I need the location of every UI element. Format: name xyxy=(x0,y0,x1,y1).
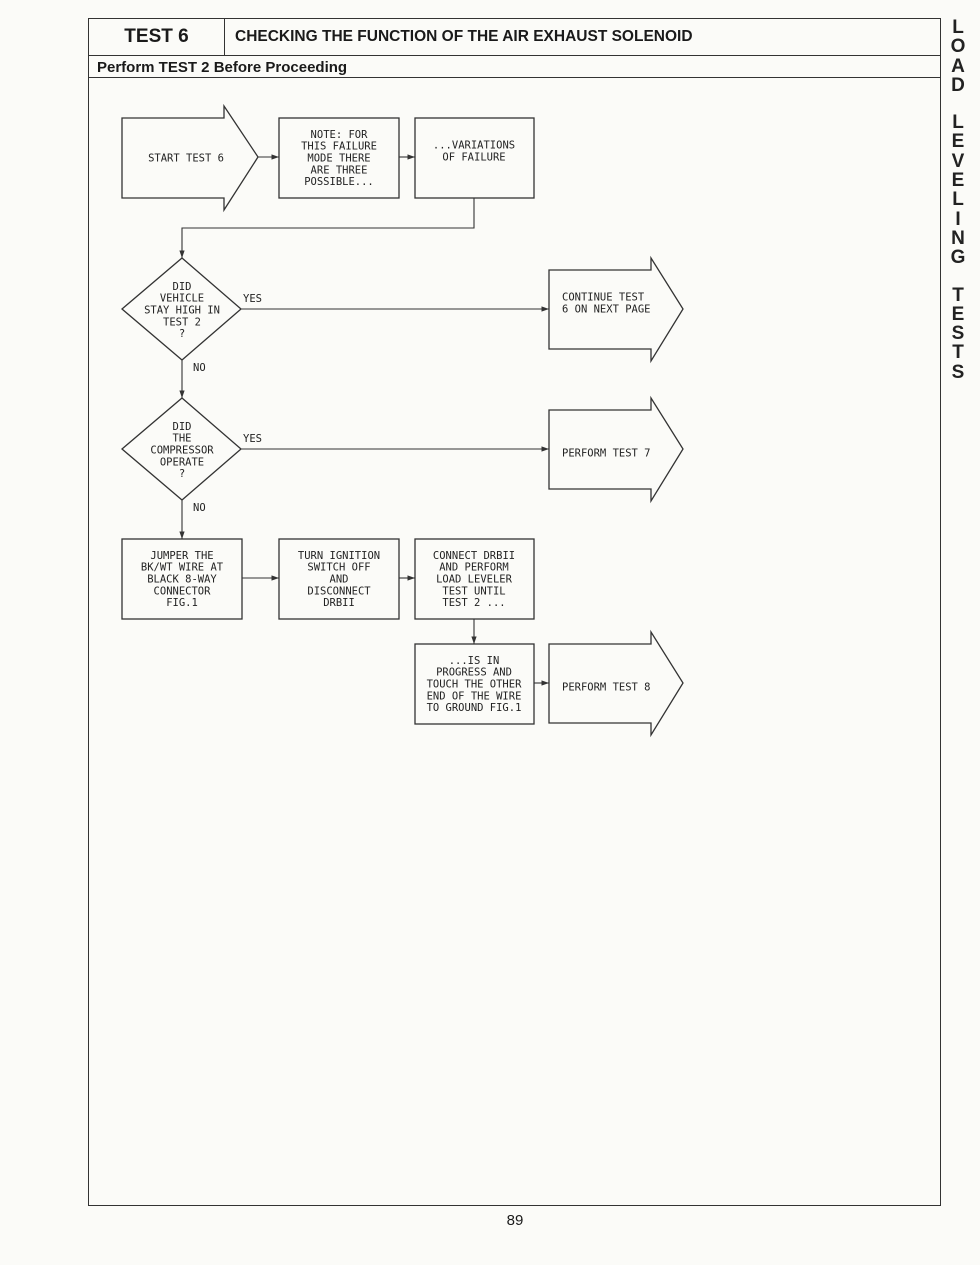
ignition-box xyxy=(278,538,400,620)
side-tab-letter: L xyxy=(952,17,964,38)
side-tab-letter: E xyxy=(951,170,965,192)
side-tab-letter: L xyxy=(952,189,964,211)
label-line: STAY HIGH IN xyxy=(144,305,220,317)
side-tab-letter: A xyxy=(951,55,965,77)
label-line: TEST 2 ... xyxy=(442,597,505,609)
label-line: SWITCH OFF xyxy=(307,562,370,574)
label-line: TO GROUND FIG.1 xyxy=(427,702,522,714)
label-line: THE xyxy=(173,433,192,445)
prerequisite-note: Perform TEST 2 Before Proceeding xyxy=(97,59,348,76)
label-line: COMPRESSOR xyxy=(150,445,214,457)
test8-arrow-shape xyxy=(548,629,684,738)
side-tab-letter: G xyxy=(950,247,966,269)
label-line: DID xyxy=(173,421,192,433)
label-line: TOUCH THE OTHER xyxy=(427,679,523,691)
test8-label: PERFORM TEST 8 xyxy=(562,682,651,694)
label-line: TEST 2 xyxy=(163,316,201,328)
label-line: OF FAILURE xyxy=(442,151,505,163)
side-tab-letter: T xyxy=(952,342,964,364)
label-line: AND xyxy=(330,574,349,586)
label-line: LOAD LEVELER xyxy=(436,574,513,586)
page-number: 89 xyxy=(506,1212,524,1229)
decision-stay-high-yes: YES xyxy=(243,293,262,305)
label-line: ARE THREE xyxy=(311,164,368,176)
label-line: MODE THERE xyxy=(307,153,370,165)
side-tab-letter: E xyxy=(951,303,965,325)
label-line: ? xyxy=(179,328,185,340)
decision-compressor-no: NO xyxy=(193,502,206,514)
label-line: AND PERFORM xyxy=(439,562,509,574)
side-tab-letter: V xyxy=(951,150,965,172)
label-line: TEST UNTIL xyxy=(442,585,505,597)
start-arrow-shape xyxy=(121,103,259,213)
label-line: ? xyxy=(179,468,185,480)
connector-variations-decision1 xyxy=(179,198,475,258)
label-line: FIG.1 xyxy=(166,597,198,609)
label-line: NOTE: FOR xyxy=(311,129,369,141)
side-tab-letter: O xyxy=(950,36,966,58)
label-line: OPERATE xyxy=(160,456,204,468)
label-line: PROGRESS AND xyxy=(436,667,512,679)
side-tab-letter: D xyxy=(951,74,965,96)
side-tab-letter: I xyxy=(955,208,961,230)
label-line: START TEST 6 xyxy=(148,153,224,165)
label-line: BK/WT WIRE AT xyxy=(141,562,224,574)
title-divider xyxy=(89,55,940,56)
label-line: 6 ON NEXT PAGE xyxy=(562,303,651,315)
label-line: ...IS IN xyxy=(449,655,500,667)
prerequisite-divider xyxy=(89,77,940,78)
test7-arrow-shape xyxy=(548,395,684,504)
side-tab-letter: L xyxy=(952,112,964,134)
side-tab-letter: T xyxy=(952,284,964,306)
label-line: PERFORM TEST 8 xyxy=(562,682,651,694)
decision-compressor-yes: YES xyxy=(243,433,262,445)
side-tab-letter: S xyxy=(951,361,965,383)
side-tab-letter: E xyxy=(951,131,965,153)
label-line: TURN IGNITION xyxy=(298,550,380,562)
label-line: THIS FAILURE xyxy=(301,141,377,153)
label-line: BLACK 8-WAY xyxy=(147,574,217,586)
test7-label: PERFORM TEST 7 xyxy=(562,448,651,460)
side-tab-letter: S xyxy=(951,323,965,345)
label-line: CONNECTOR xyxy=(154,585,212,597)
label-line: CONNECT DRBII xyxy=(433,550,515,562)
label-line: VEHICLE xyxy=(160,293,204,305)
label-line: PERFORM TEST 7 xyxy=(562,448,651,460)
label-line: POSSIBLE... xyxy=(304,176,374,188)
label-line: JUMPER THE xyxy=(150,550,213,562)
decision-stay-high-no: NO xyxy=(193,362,206,374)
label-line: ...VARIATIONS xyxy=(433,140,515,152)
continue-arrow-shape xyxy=(548,255,684,364)
side-tab-letter: N xyxy=(951,227,965,249)
label-line: DID xyxy=(173,281,192,293)
label-line: CONTINUE TEST xyxy=(562,292,645,304)
label-line: DRBII xyxy=(323,597,355,609)
label-line: END OF THE WIRE xyxy=(427,690,522,702)
page-frame: TEST 6 CHECKING THE FUNCTION OF THE AIR … xyxy=(88,18,941,1206)
test-title: CHECKING THE FUNCTION OF THE AIR EXHAUST… xyxy=(235,28,693,45)
start-label: START TEST 6 xyxy=(148,153,224,165)
label-line: DISCONNECT xyxy=(307,585,371,597)
note-box xyxy=(278,117,400,199)
